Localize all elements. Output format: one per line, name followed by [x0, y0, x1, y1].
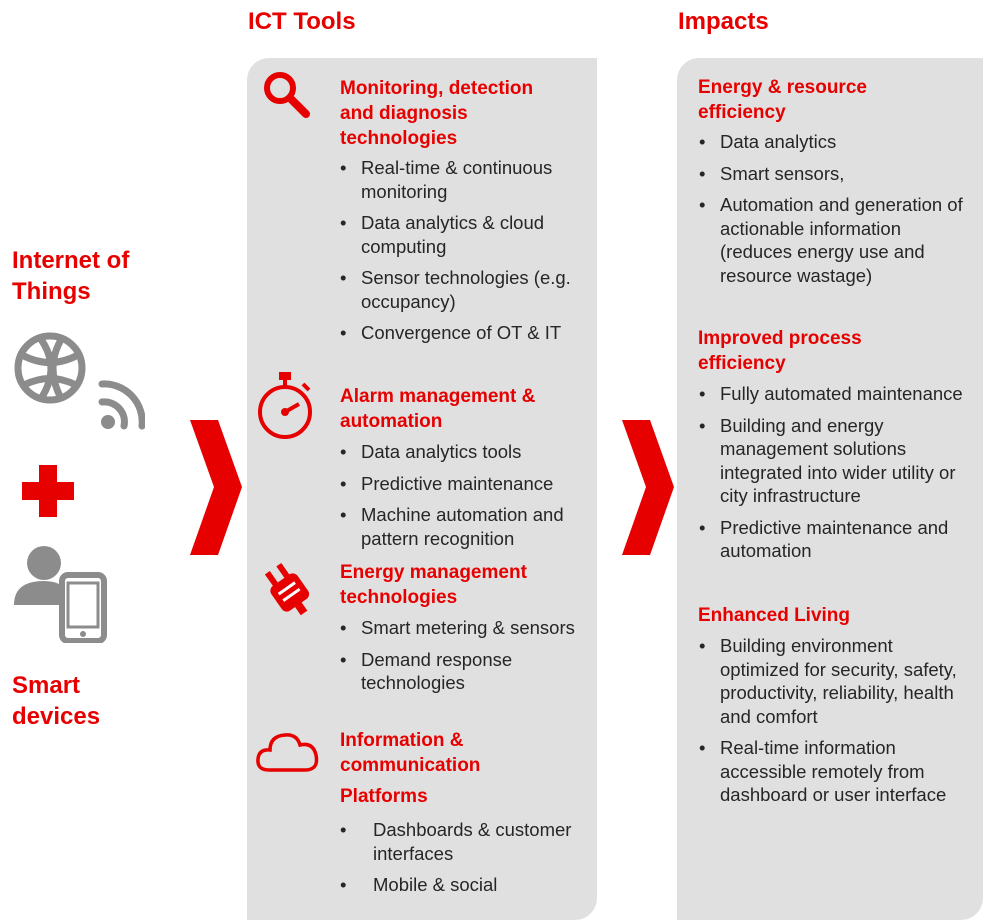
list-item: Smart sensors, [696, 162, 971, 186]
list-item: Automation and generation of actionable … [696, 193, 971, 287]
ict-section-1-title: Monitoring, detection and diagnosis tech… [340, 78, 534, 149]
list-item: Mobile & social [337, 873, 592, 897]
list-item: Building and energy management solutions… [696, 414, 981, 508]
list-item: Smart metering & sensors [337, 616, 592, 640]
list-item: Data analytics [696, 130, 971, 154]
magnifier-icon [264, 72, 310, 118]
impacts-heading: Impacts [678, 8, 769, 35]
list-item: Real-time information accessible remotel… [696, 736, 971, 807]
list-item: Real-time & continuous monitoring [337, 156, 592, 203]
list-item: Building environment optimized for secur… [696, 634, 971, 728]
ict-section-1-list: Real-time & continuous monitoring Data a… [337, 156, 592, 353]
ict-section-4-list: Dashboards & customer interfaces Mobile … [337, 818, 592, 905]
list-item: Sensor technologies (e.g. occupancy) [337, 266, 592, 313]
ict-section-4-subtitle: Platforms [340, 786, 428, 807]
chevron-right-icon [190, 420, 242, 555]
internet-of-things-label: Internet of Things [12, 247, 130, 305]
globe-wifi-icon [14, 332, 145, 430]
stopwatch-icon [258, 372, 312, 439]
impact-section-3-title: Enhanced Living [698, 605, 851, 626]
impact-section-3-list: Building environment optimized for secur… [696, 634, 971, 815]
list-item: Data analytics tools [337, 440, 592, 464]
list-item: Convergence of OT & IT [337, 321, 592, 345]
list-item: Fully automated maintenance [696, 382, 981, 406]
ict-section-4-title: Information & communication [340, 730, 481, 776]
list-item: Machine automation and pattern recogniti… [337, 503, 592, 550]
impact-section-1-list: Data analytics Smart sensors, Automation… [696, 130, 971, 295]
list-item: Predictive maintenance [337, 472, 592, 496]
list-item: Predictive maintenance and automation [696, 516, 981, 563]
ict-section-3-list: Smart metering & sensors Demand response… [337, 616, 592, 703]
list-item: Data analytics & cloud computing [337, 211, 592, 258]
impact-section-2-title: Improved process efficiency [698, 328, 862, 374]
ict-section-2-list: Data analytics tools Predictive maintena… [337, 440, 592, 558]
chevron-right-icon [622, 420, 674, 555]
impact-section-1-title: Energy & resource efficiency [698, 77, 867, 123]
ict-tools-heading: ICT Tools [248, 8, 356, 35]
list-item: Dashboards & customer interfaces [337, 818, 592, 865]
cloud-icon [256, 733, 319, 772]
plus-icon [22, 465, 74, 517]
list-item: Demand response technologies [337, 648, 592, 695]
ict-section-2-title: Alarm management & automation [340, 386, 536, 432]
ict-section-3-title: Energy management technologies [340, 562, 527, 608]
impact-section-2-list: Fully automated maintenance Building and… [696, 382, 981, 571]
person-phone-icon [14, 546, 107, 643]
plug-icon [264, 562, 310, 616]
smart-devices-label: Smart devices [12, 672, 101, 730]
